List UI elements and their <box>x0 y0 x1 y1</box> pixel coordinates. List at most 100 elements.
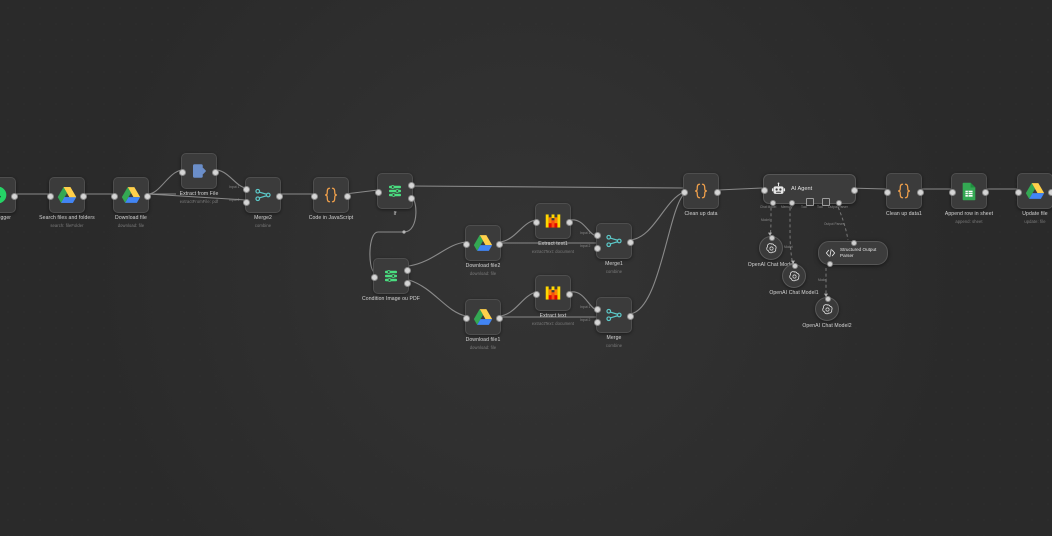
subport-chat-model[interactable] <box>770 199 776 206</box>
port-out-false[interactable] <box>408 194 415 202</box>
google-sheets-icon <box>962 182 976 200</box>
port-out-false[interactable] <box>404 279 411 287</box>
port-top[interactable] <box>851 239 857 246</box>
port-out-true[interactable] <box>404 267 411 275</box>
mistral-icon <box>545 286 561 300</box>
node-label: …e Trigger <box>0 215 12 221</box>
node-download-file2[interactable]: Download file2 download: file <box>463 225 503 276</box>
port-out[interactable] <box>714 188 721 196</box>
google-drive-icon <box>473 235 493 251</box>
node-update-file[interactable]: Update file update: file <box>1015 173 1052 224</box>
port-out[interactable] <box>11 192 18 200</box>
node-ai-agent[interactable]: AI Agent Chat Model Memory Tool Tool Out… <box>760 174 858 209</box>
subport-memory[interactable] <box>789 199 795 206</box>
openai-icon <box>821 303 832 314</box>
node-openai-chat-model1[interactable]: OpenAI Chat Model1 <box>769 262 819 296</box>
port-in[interactable] <box>884 188 891 196</box>
port-out[interactable] <box>276 192 283 200</box>
node-condition-image-ou-pdf[interactable]: Condition Image ou PDF <box>362 258 420 302</box>
node-extract-text[interactable]: Extract text extractText: document <box>532 275 574 326</box>
node-label: OpenAI Chat Model <box>747 262 795 268</box>
node-clean-up-data1[interactable]: Clean up data1 <box>884 173 924 217</box>
node-openai-chat-model[interactable]: OpenAI Chat Model <box>748 234 794 268</box>
port-in[interactable] <box>463 240 470 248</box>
connector-label-tool-2: Tool <box>817 205 823 209</box>
port-in-1[interactable] <box>594 306 601 314</box>
google-drive-icon <box>121 187 141 203</box>
port-in[interactable] <box>179 168 186 176</box>
node-trigger[interactable]: …e Trigger <box>0 177 18 221</box>
node-clean-up-data[interactable]: Clean up data <box>681 173 721 217</box>
node-label: Extract from File extractFromFile: pdf <box>179 191 219 204</box>
port-bottom-model[interactable] <box>827 260 833 267</box>
port-in[interactable] <box>949 188 956 196</box>
if-filter-icon <box>385 270 397 282</box>
port-top[interactable] <box>792 262 798 269</box>
port-in[interactable] <box>681 188 688 196</box>
port-in[interactable] <box>1015 188 1022 196</box>
port-in[interactable] <box>111 192 118 200</box>
node-openai-chat-model2[interactable]: OpenAI Chat Model2 <box>802 295 852 329</box>
port-in[interactable] <box>47 192 54 200</box>
node-label: Clean up data1 <box>886 211 922 217</box>
port-in-2[interactable] <box>243 198 250 206</box>
port-in-1[interactable] <box>594 232 601 240</box>
node-label: Clean up data <box>684 211 718 217</box>
port-out[interactable] <box>144 192 151 200</box>
node-label: OpenAI Chat Model1 <box>769 290 819 296</box>
openai-icon <box>788 270 799 281</box>
port-in[interactable] <box>371 273 378 281</box>
port-top[interactable] <box>769 234 775 241</box>
port-out[interactable] <box>917 188 924 196</box>
node-search-files-and-folders[interactable]: Search files and folders search: fileFol… <box>39 177 95 228</box>
node-merge2[interactable]: Input 1 Input 2 Merge2 combine <box>229 177 283 228</box>
subport-tool-2[interactable] <box>822 198 830 206</box>
port-out[interactable] <box>627 238 634 246</box>
port-out[interactable] <box>1048 188 1052 196</box>
node-download-file1[interactable]: Download file1 download: file <box>463 299 503 350</box>
node-label: Download file download: file <box>115 215 147 228</box>
port-out[interactable] <box>80 192 87 200</box>
port-out[interactable] <box>566 290 573 298</box>
node-append-row-in-sheet[interactable]: Append row in sheet append: sheet <box>945 173 993 224</box>
port-out-true[interactable] <box>408 182 415 190</box>
node-label: Extract text1 extractText: document <box>531 241 575 254</box>
port-out[interactable] <box>496 240 503 248</box>
port-label-input2: Input 2 <box>580 318 591 322</box>
node-label: If <box>393 211 397 217</box>
node-structured-output-parser[interactable]: Structured Output Parser <box>818 239 888 267</box>
port-out[interactable] <box>496 314 503 322</box>
port-out[interactable] <box>344 192 351 200</box>
port-out[interactable] <box>851 186 858 194</box>
port-out[interactable] <box>982 188 989 196</box>
port-in[interactable] <box>463 314 470 322</box>
port-in-1[interactable] <box>243 186 250 194</box>
node-extract-text1[interactable]: Extract text1 extractText: document <box>532 203 574 254</box>
port-in[interactable] <box>533 290 540 298</box>
port-out[interactable] <box>566 218 573 226</box>
port-out[interactable] <box>627 312 634 320</box>
wire-label-model1: Model <box>784 245 793 249</box>
port-in-2[interactable] <box>594 244 601 252</box>
port-in[interactable] <box>311 192 318 200</box>
port-in[interactable] <box>533 218 540 226</box>
connector-label-memory: Memory <box>781 205 793 209</box>
port-in[interactable] <box>375 188 382 196</box>
node-code-in-javascript[interactable]: Code in JavaScript <box>309 177 353 221</box>
subport-output-parser[interactable] <box>836 199 842 206</box>
port-in-2[interactable] <box>594 318 601 326</box>
whatsapp-trigger-icon <box>0 186 7 204</box>
node-merge[interactable]: Input 1 Input 2 Merge combine <box>580 297 634 348</box>
node-download-file[interactable]: Download file download: file <box>111 177 151 228</box>
port-label-input1: Input 1 <box>580 305 591 309</box>
port-top[interactable] <box>825 295 831 302</box>
subport-tool-1[interactable] <box>806 198 814 206</box>
port-in[interactable] <box>761 186 768 194</box>
node-if[interactable]: If <box>375 173 415 217</box>
node-merge1[interactable]: Input 1 Input 2 Merge1 combine <box>580 223 634 274</box>
port-out[interactable] <box>212 168 219 176</box>
robot-icon <box>771 182 786 194</box>
node-extract-from-file[interactable]: Extract from File extractFromFile: pdf <box>179 153 219 204</box>
